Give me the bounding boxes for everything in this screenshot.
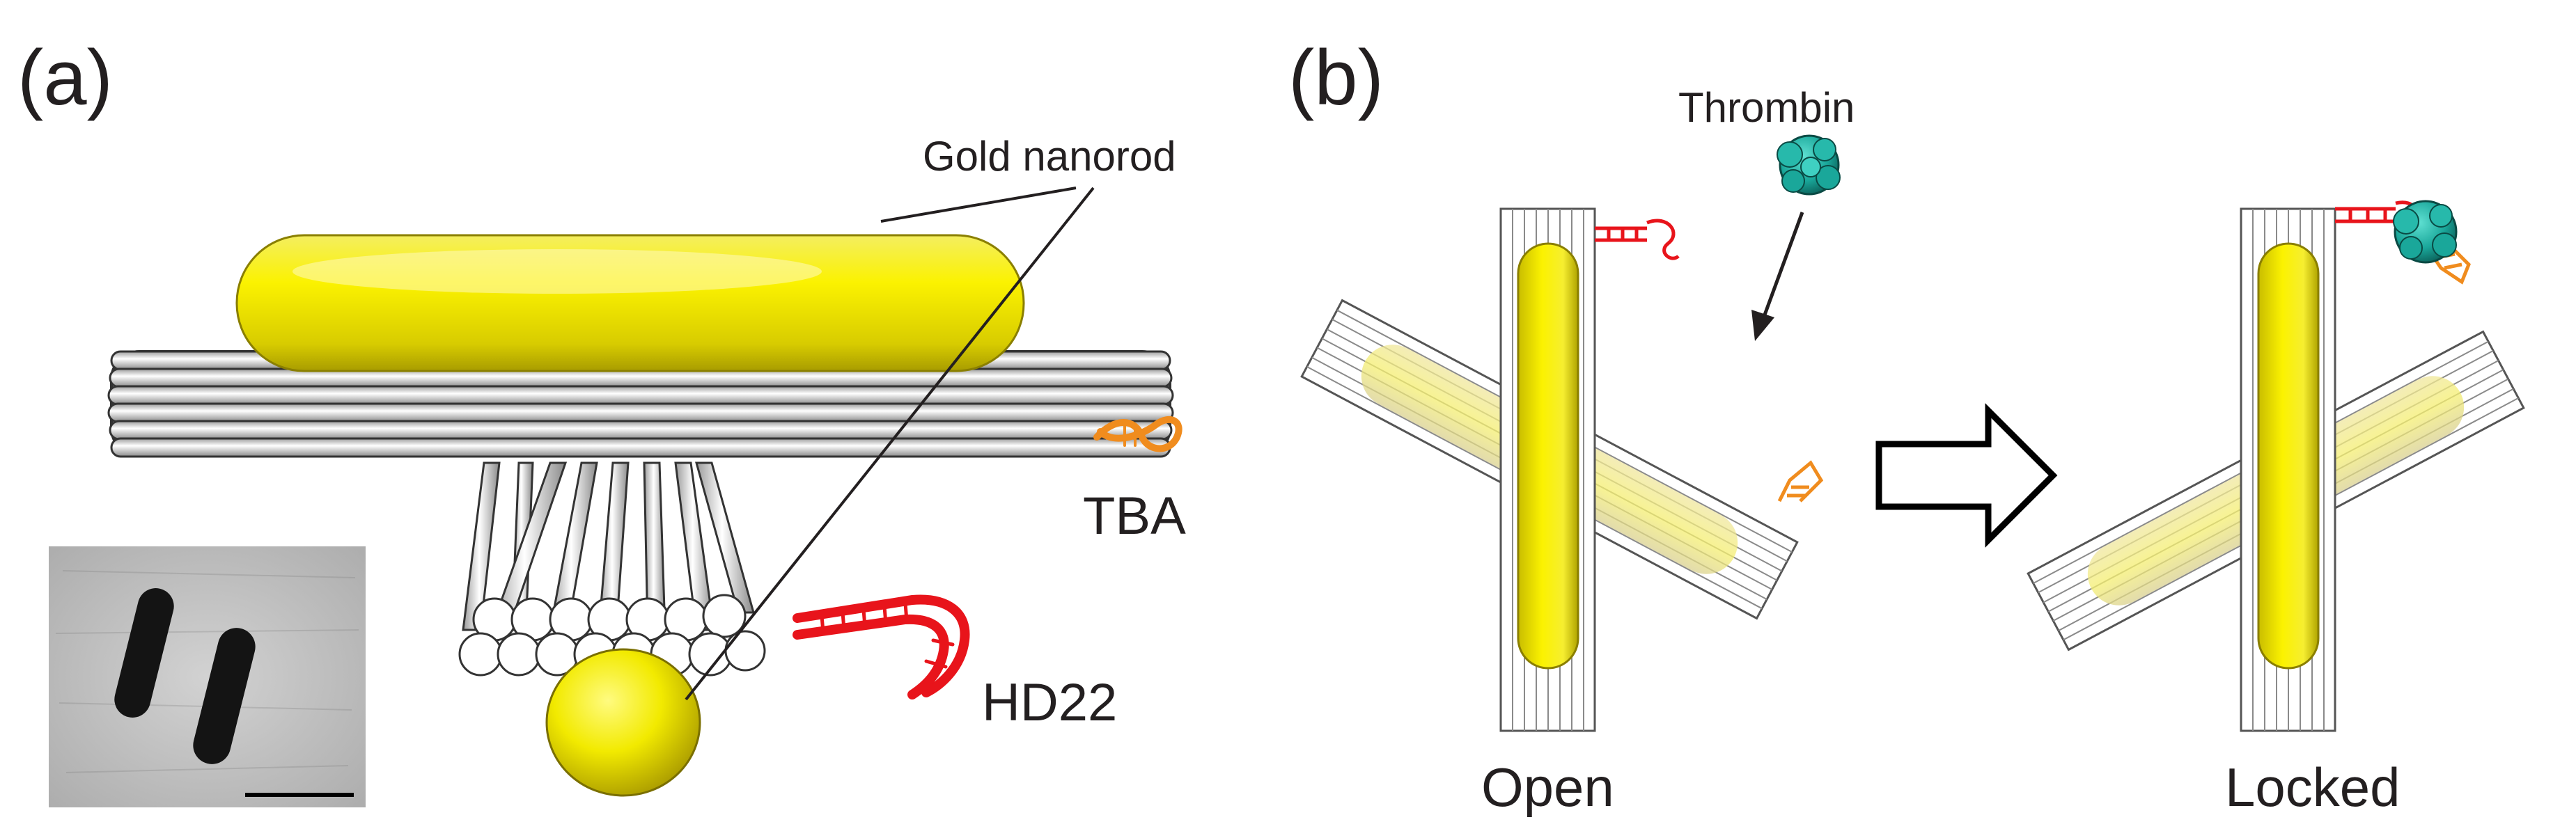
locked-state-label: Locked xyxy=(2225,757,2401,818)
open-state-label: Open xyxy=(1481,757,1614,818)
panel-a-label: (a) xyxy=(17,34,113,121)
open-hd22-aptamer xyxy=(1595,219,1680,260)
open-tba-aptamer xyxy=(1777,460,1824,503)
gold-nanorod-pointer-lines xyxy=(685,187,1095,701)
open-state-origami xyxy=(1300,207,1799,732)
tba-aptamer xyxy=(1093,416,1182,452)
tem-nanorod-2 xyxy=(193,628,256,764)
hd22-aptamer xyxy=(793,594,970,699)
panel-b-label: (b) xyxy=(1288,34,1384,121)
locked-gold-nanorod-vertical xyxy=(2257,242,2320,670)
thrombin-label: Thrombin xyxy=(1678,84,1855,131)
thrombin-molecule xyxy=(1777,134,1841,196)
tem-micrograph-inset xyxy=(49,546,366,807)
hd22-label: HD22 xyxy=(982,673,1117,732)
locked-bound-thrombin xyxy=(2393,200,2458,264)
locked-state-origami xyxy=(2027,207,2525,732)
transition-arrow xyxy=(1875,403,2058,548)
tem-nanorod-1 xyxy=(114,588,174,718)
horizontal-dna-origami-bundle xyxy=(107,350,1174,458)
gold-nanorod-end-view xyxy=(545,648,701,797)
tba-label: TBA xyxy=(1083,487,1186,546)
thrombin-binding-arrow xyxy=(1751,212,1804,341)
gold-nanorod-label: Gold nanorod xyxy=(923,133,1176,180)
open-gold-nanorod-vertical xyxy=(1517,242,1579,670)
